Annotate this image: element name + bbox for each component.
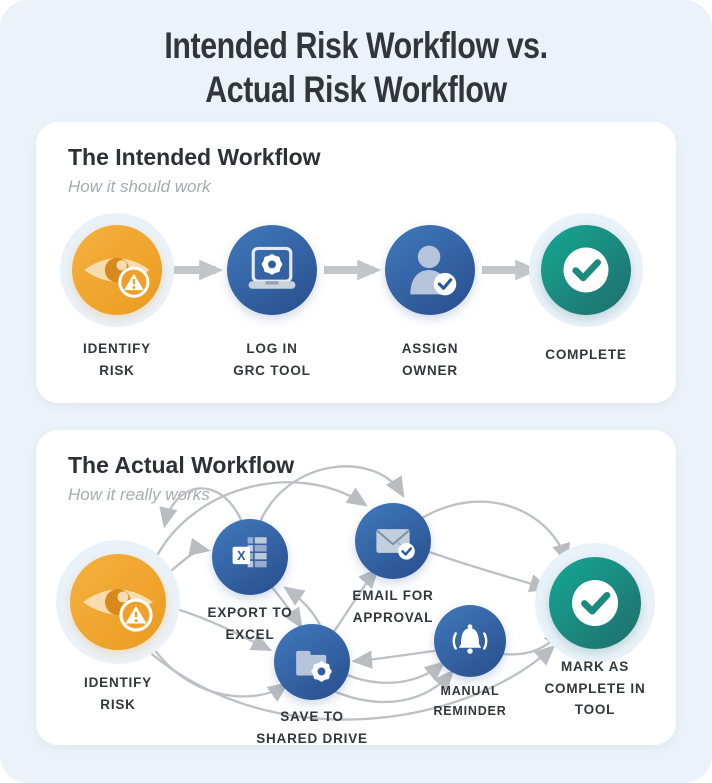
intended-label-login-grc: LOG IN GRC TOOL [233,341,311,378]
risk-eye-icon [84,257,150,298]
actual-node-export-excel: X [212,519,288,595]
page-title-line-2: Actual Risk Workflow [205,68,507,110]
complete-check-icon [563,247,609,293]
intended-arrows [168,259,540,281]
reminder-bell-icon [452,624,488,654]
actual-label-mark-complete: MARK AS COMPLETE IN TOOL [544,659,646,718]
intended-label-complete: COMPLETE [545,347,627,362]
page-title-line-1: Intended Risk Workflow vs. [164,25,548,66]
actual-label-email-approval: EMAIL FOR APPROVAL [352,588,434,625]
svg-text:X: X [237,549,246,563]
actual-node-identify-risk [70,554,166,650]
intended-label-assign-owner: ASSIGN OWNER [401,341,459,378]
intended-step-assign-owner [385,225,475,315]
owner-person-check-icon [410,245,457,296]
intended-label-identify-risk: IDENTIFY RISK [83,341,151,378]
email-approval-icon [376,529,415,560]
actual-label-export-excel: EXPORT TO EXCEL [207,605,293,642]
actual-label-identify-risk: IDENTIFY RISK [84,675,152,712]
actual-node-mark-complete [549,557,641,649]
intended-step-identify-risk [72,225,162,315]
intended-workflow-panel: The Intended Workflow How it should work [36,122,676,403]
actual-heading: The Actual Workflow [68,452,295,478]
risk-eye-icon [83,589,153,632]
actual-node-email-approval [355,503,431,579]
actual-workflow-panel: The Actual Workflow How it really works [36,430,676,746]
intended-step-login-grc [227,225,317,315]
actual-node-manual-reminder [434,605,506,677]
grc-laptop-gear-icon [248,246,296,289]
shared-drive-folder-gear-icon [296,650,332,682]
intended-step-complete [541,225,631,315]
page-title: Intended Risk Workflow vs. Actual Risk W… [64,24,648,111]
actual-node-save-shared-drive [274,624,350,700]
actual-label-save-shared-drive: SAVE TO SHARED DRIVE [256,709,368,746]
intended-heading: The Intended Workflow [68,144,321,170]
excel-spreadsheet-icon: X [232,537,267,568]
intended-subtitle: How it should work [68,177,211,196]
actual-subtitle: How it really works [68,485,210,504]
actual-label-manual-reminder: MANUAL REMINDER [433,684,507,718]
complete-check-icon [572,580,618,626]
